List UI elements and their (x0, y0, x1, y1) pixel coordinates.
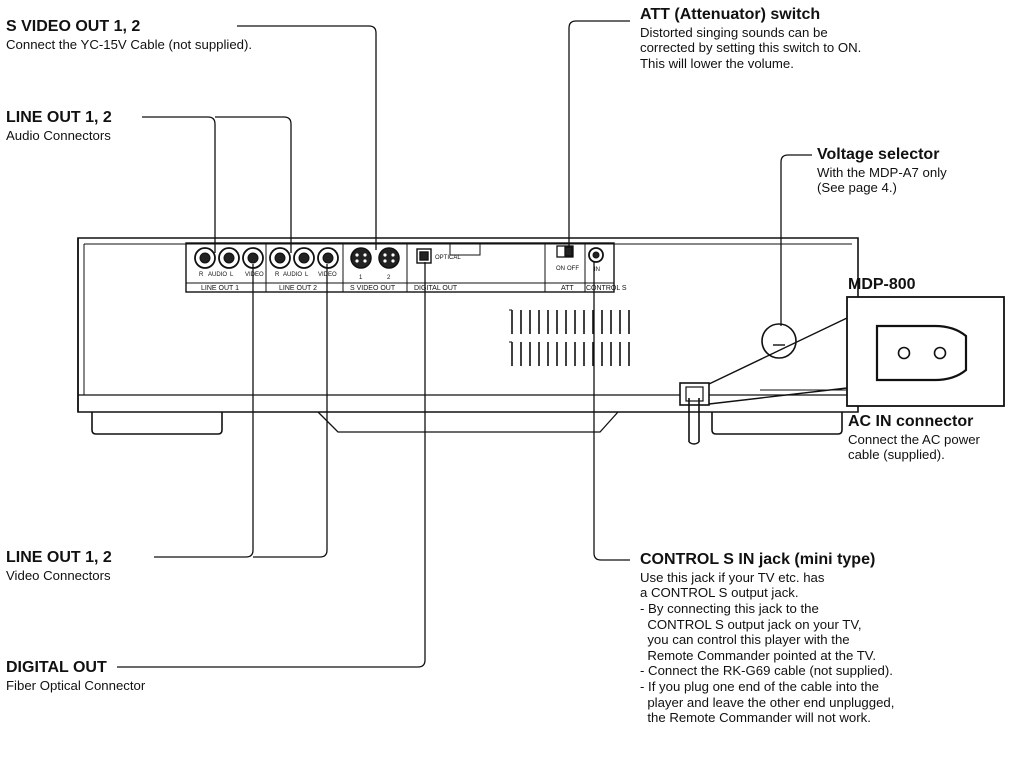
foot-left (91, 412, 223, 435)
callout-control-s-desc-7: - Connect the RK-G69 cable (not supplied… (640, 663, 893, 679)
callout-voltage-selector: Voltage selector With the MDP-A7 only (S… (817, 146, 947, 196)
callout-voltage-selector-desc-2: (See page 4.) (817, 180, 897, 196)
panel-label-digital-out: DIGITAL OUT (414, 285, 458, 292)
panel-label-l-2: L (305, 272, 309, 278)
callout-control-s-desc-9: player and leave the other end unplugged… (640, 694, 895, 710)
model-label: MDP-800 (848, 276, 916, 293)
callout-voltage-selector-title: Voltage selector (817, 146, 940, 163)
panel-label-2: 2 (387, 275, 391, 281)
callout-control-s-desc-4: CONTROL S output jack on your TV, (640, 616, 862, 632)
panel-labels: R AUDIO L VIDEO R AUDIO L VIDEO 1 2 OPTI… (199, 255, 627, 292)
panel-label-audio: AUDIO (208, 272, 227, 278)
panel-label-att: ATT (561, 285, 574, 292)
callout-control-s-desc-10: the Remote Commander will not work. (640, 710, 871, 726)
callout-s-video-out-title: S VIDEO OUT 1, 2 (6, 18, 141, 35)
panel-label-off: OFF (567, 266, 579, 272)
callout-control-s-desc-2: a CONTROL S output jack. (640, 585, 799, 601)
panel-label-in: IN (594, 267, 600, 273)
callout-digital-out: DIGITAL OUT Fiber Optical Connector (6, 659, 145, 693)
callout-ac-in: AC IN connector Connect the AC power cab… (848, 413, 980, 463)
callout-line-out-audio: LINE OUT 1, 2 Audio Connectors (6, 109, 112, 143)
optical-connector (416, 248, 432, 264)
panel-label-line-out-2: LINE OUT 2 (279, 285, 317, 292)
callout-ac-in-title: AC IN connector (848, 413, 974, 430)
panel-label-1: 1 (359, 275, 363, 281)
callout-control-s-desc-8: - If you plug one end of the cable into … (640, 678, 880, 694)
panel-label-optical: OPTICAL (435, 255, 461, 261)
ventilation-slots (509, 309, 630, 366)
callout-control-s-title: CONTROL S IN jack (mini type) (640, 551, 876, 568)
control-s-in-jack (588, 247, 604, 263)
callout-att-switch-title: ATT (Attenuator) switch (640, 6, 821, 23)
callout-ac-in-desc-2: cable (supplied). (848, 447, 945, 463)
panel-label-on: ON (556, 266, 565, 272)
callout-digital-out-title: DIGITAL OUT (6, 659, 107, 676)
callout-voltage-selector-desc-1: With the MDP-A7 only (817, 164, 947, 180)
voltage-selector (761, 323, 797, 359)
panel-label-l: L (230, 272, 234, 278)
panel-label-r: R (199, 272, 204, 278)
rca-jacks (194, 247, 339, 269)
callout-line-out-audio-title: LINE OUT 1, 2 (6, 109, 112, 126)
ac-inlet-magnified (708, 296, 1005, 407)
callout-att-switch-desc-2: corrected by setting this switch to ON. (640, 40, 862, 56)
callout-line-out-audio-desc: Audio Connectors (6, 127, 111, 143)
callout-att-switch-desc-3: This will lower the volume. (640, 56, 794, 72)
callout-s-video-out: S VIDEO OUT 1, 2 Connect the YC-15V Cabl… (6, 18, 252, 52)
callout-line-out-video-title: LINE OUT 1, 2 (6, 549, 112, 566)
callout-digital-out-desc: Fiber Optical Connector (6, 677, 146, 693)
callout-control-s-desc-3: - By connecting this jack to the (640, 601, 819, 617)
callout-s-video-out-desc: Connect the YC-15V Cable (not supplied). (6, 36, 253, 52)
s-video-jacks (350, 247, 400, 269)
player-body (77, 237, 859, 413)
callout-control-s-desc-6: Remote Commander pointed at the TV. (640, 647, 877, 663)
ac-inlet (679, 382, 710, 445)
callout-control-s: CONTROL S IN jack (mini type) Use this j… (640, 551, 894, 726)
panel-label-line-out-1: LINE OUT 1 (201, 285, 239, 292)
panel-label-r-2: R (275, 272, 280, 278)
callout-ac-in-desc-1: Connect the AC power (848, 431, 980, 447)
foot-right (711, 412, 843, 435)
callout-control-s-desc-1: Use this jack if your TV etc. has (640, 569, 825, 585)
panel-label-control-s: CONTROL S (586, 285, 627, 292)
panel-label-s-video-out: S VIDEO OUT (350, 285, 396, 292)
panel-label-audio-2: AUDIO (283, 272, 302, 278)
s-video-out-2-jack (378, 247, 400, 269)
att-switch (556, 245, 574, 258)
connector-panel (185, 242, 615, 293)
callout-line-out-video: LINE OUT 1, 2 Video Connectors (6, 549, 112, 583)
callout-control-s-desc-5: you can control this player with the (640, 632, 850, 648)
callout-att-switch: ATT (Attenuator) switch Distorted singin… (640, 6, 861, 72)
s-video-out-1-jack (350, 247, 372, 269)
callout-line-out-video-desc: Video Connectors (6, 567, 111, 583)
panel-label-video: VIDEO (245, 272, 264, 278)
leader-lines (117, 20, 812, 668)
callout-att-switch-desc-1: Distorted singing sounds can be (640, 24, 828, 40)
